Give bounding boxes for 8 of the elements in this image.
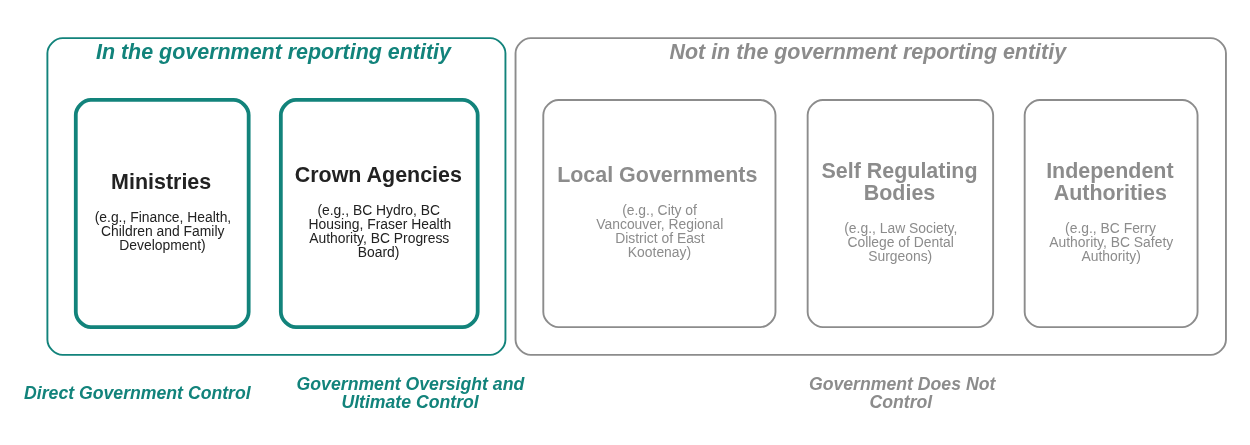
label: Government Oversight and Ultimate Control (296, 373, 525, 412)
node-box: Self Regulating Bodies (e.g., Law Society, College of Dental Surgeons) (806, 98, 995, 328)
node-box: Ministries (e.g., Finance, Health, Children and Family Development) (73, 97, 251, 329)
node-box: Independent Authorities (e.g., BC Ferry Authority, BC Safety Authority) (1023, 98, 1199, 328)
label: Government Does Not Control (808, 373, 996, 412)
node-box: Crown Agencies (e.g., BC Hydro, BC Housing, Fraser Health Authority, BC Progress Board) (278, 97, 480, 329)
label: Direct Government Control (24, 382, 251, 403)
node-box: Local Governments (e.g., City of Vancouver, Regional District of East Kootenay) (542, 98, 777, 328)
